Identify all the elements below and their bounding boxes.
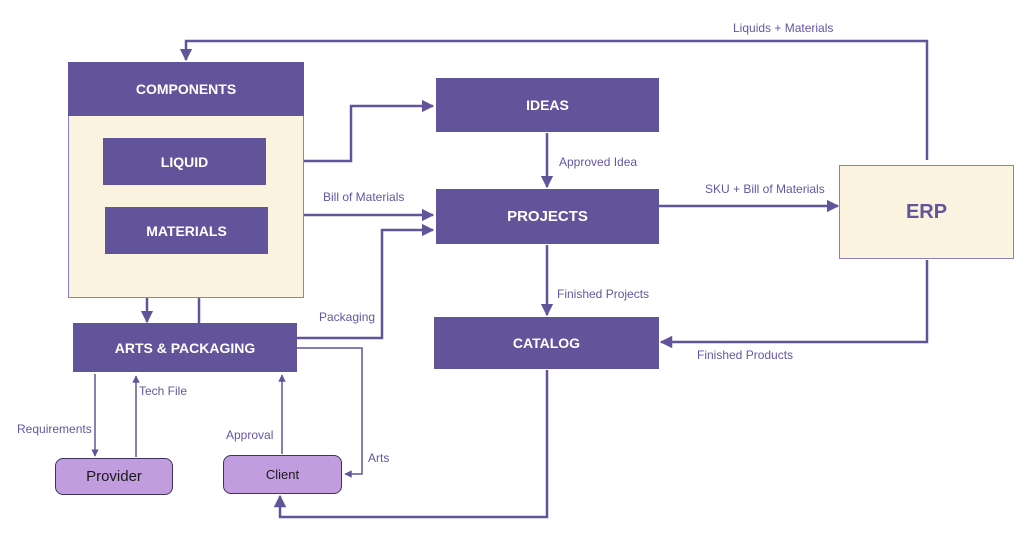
- edge-finished-products: [659, 260, 929, 349]
- edge-catalog-client: [273, 370, 549, 519]
- label-arts: Arts: [368, 451, 390, 465]
- liquid-label: LIQUID: [160, 153, 209, 170]
- components-label: COMPONENTS: [135, 81, 237, 97]
- label-finished-products: Finished Products: [697, 348, 794, 362]
- label-liquids-materials: Liquids + Materials: [733, 21, 834, 35]
- label-packaging: Packaging: [319, 310, 376, 324]
- provider-label: Provider: [86, 468, 142, 485]
- edge-arts: [297, 347, 363, 478]
- label-approved-idea: Approved Idea: [559, 155, 638, 169]
- provider-node[interactable]: Provider: [55, 458, 173, 495]
- arts-packaging-label: ARTS & PACKAGING: [114, 339, 256, 356]
- client-label: Client: [265, 467, 300, 482]
- materials-node[interactable]: MATERIALS: [105, 207, 268, 254]
- arts-packaging-node[interactable]: ARTS & PACKAGING: [73, 323, 297, 372]
- label-tech-file: Tech File: [139, 384, 188, 398]
- projects-node[interactable]: PROJECTS: [436, 189, 659, 244]
- materials-label: MATERIALS: [146, 222, 227, 239]
- label-sku-bom: SKU + Bill of Materials: [705, 182, 825, 196]
- catalog-node[interactable]: CATALOG: [434, 317, 659, 369]
- edge-liquids-materials: [179, 39, 929, 160]
- edge-packaging: [297, 223, 435, 340]
- catalog-label: CATALOG: [512, 335, 581, 351]
- components-header[interactable]: COMPONENTS: [68, 62, 304, 116]
- label-bill-of-materials: Bill of Materials: [323, 190, 405, 204]
- liquid-node[interactable]: LIQUID: [103, 138, 266, 185]
- erp-label: ERP: [905, 200, 948, 223]
- label-approval: Approval: [226, 428, 274, 442]
- client-node[interactable]: Client: [223, 455, 342, 494]
- ideas-node[interactable]: IDEAS: [436, 78, 659, 132]
- label-requirements: Requirements: [17, 422, 92, 436]
- ideas-label: IDEAS: [526, 97, 569, 113]
- projects-label: PROJECTS: [507, 208, 588, 225]
- erp-node[interactable]: ERP: [839, 165, 1014, 259]
- edge-liquid-ideas: [266, 99, 435, 163]
- label-finished-projects: Finished Projects: [557, 287, 650, 301]
